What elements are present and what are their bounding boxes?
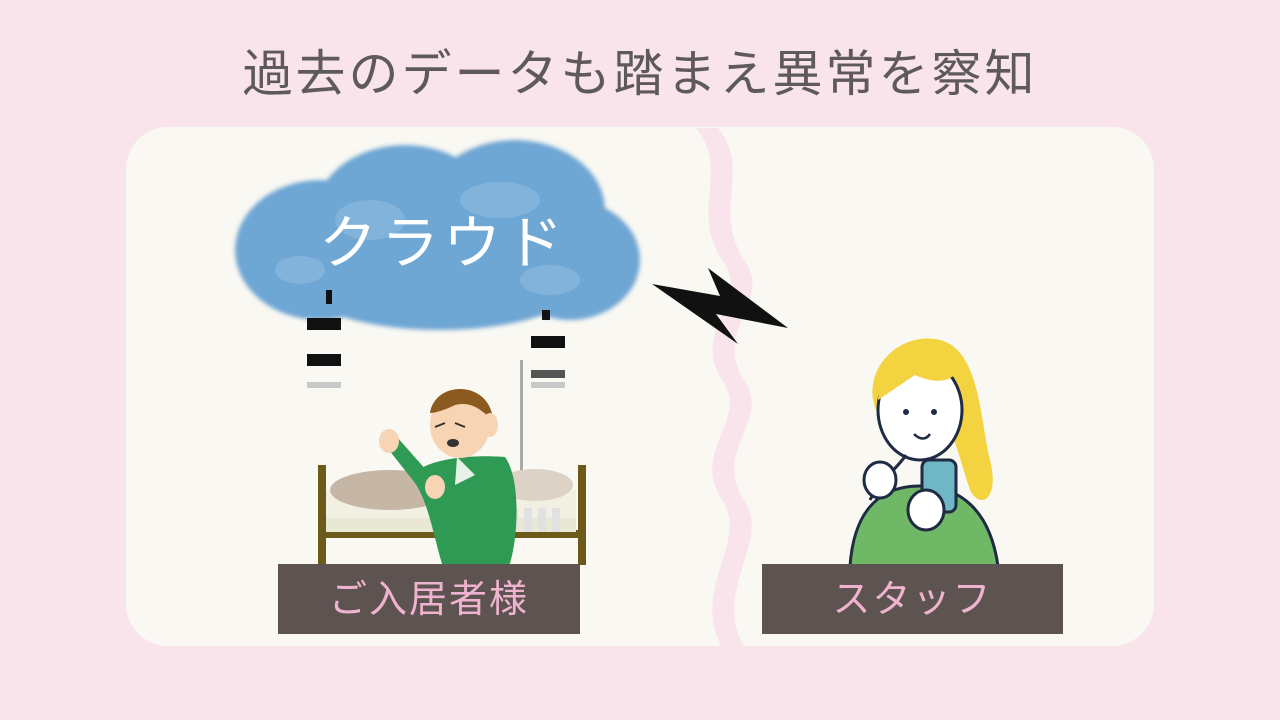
lightning-icon bbox=[652, 268, 788, 344]
label-staff: スタッフ bbox=[762, 564, 1063, 634]
page-title: 過去のデータも踏まえ異常を察知 bbox=[242, 45, 1038, 103]
data-dashes-left bbox=[307, 290, 341, 388]
cloud-label: クラウド bbox=[318, 209, 567, 277]
cloud-shape bbox=[235, 140, 640, 330]
label-resident: ご入居者様 bbox=[278, 564, 580, 634]
data-dashes-right bbox=[531, 310, 565, 388]
resident-illustration bbox=[379, 389, 517, 573]
staff-illustration bbox=[848, 338, 1000, 568]
